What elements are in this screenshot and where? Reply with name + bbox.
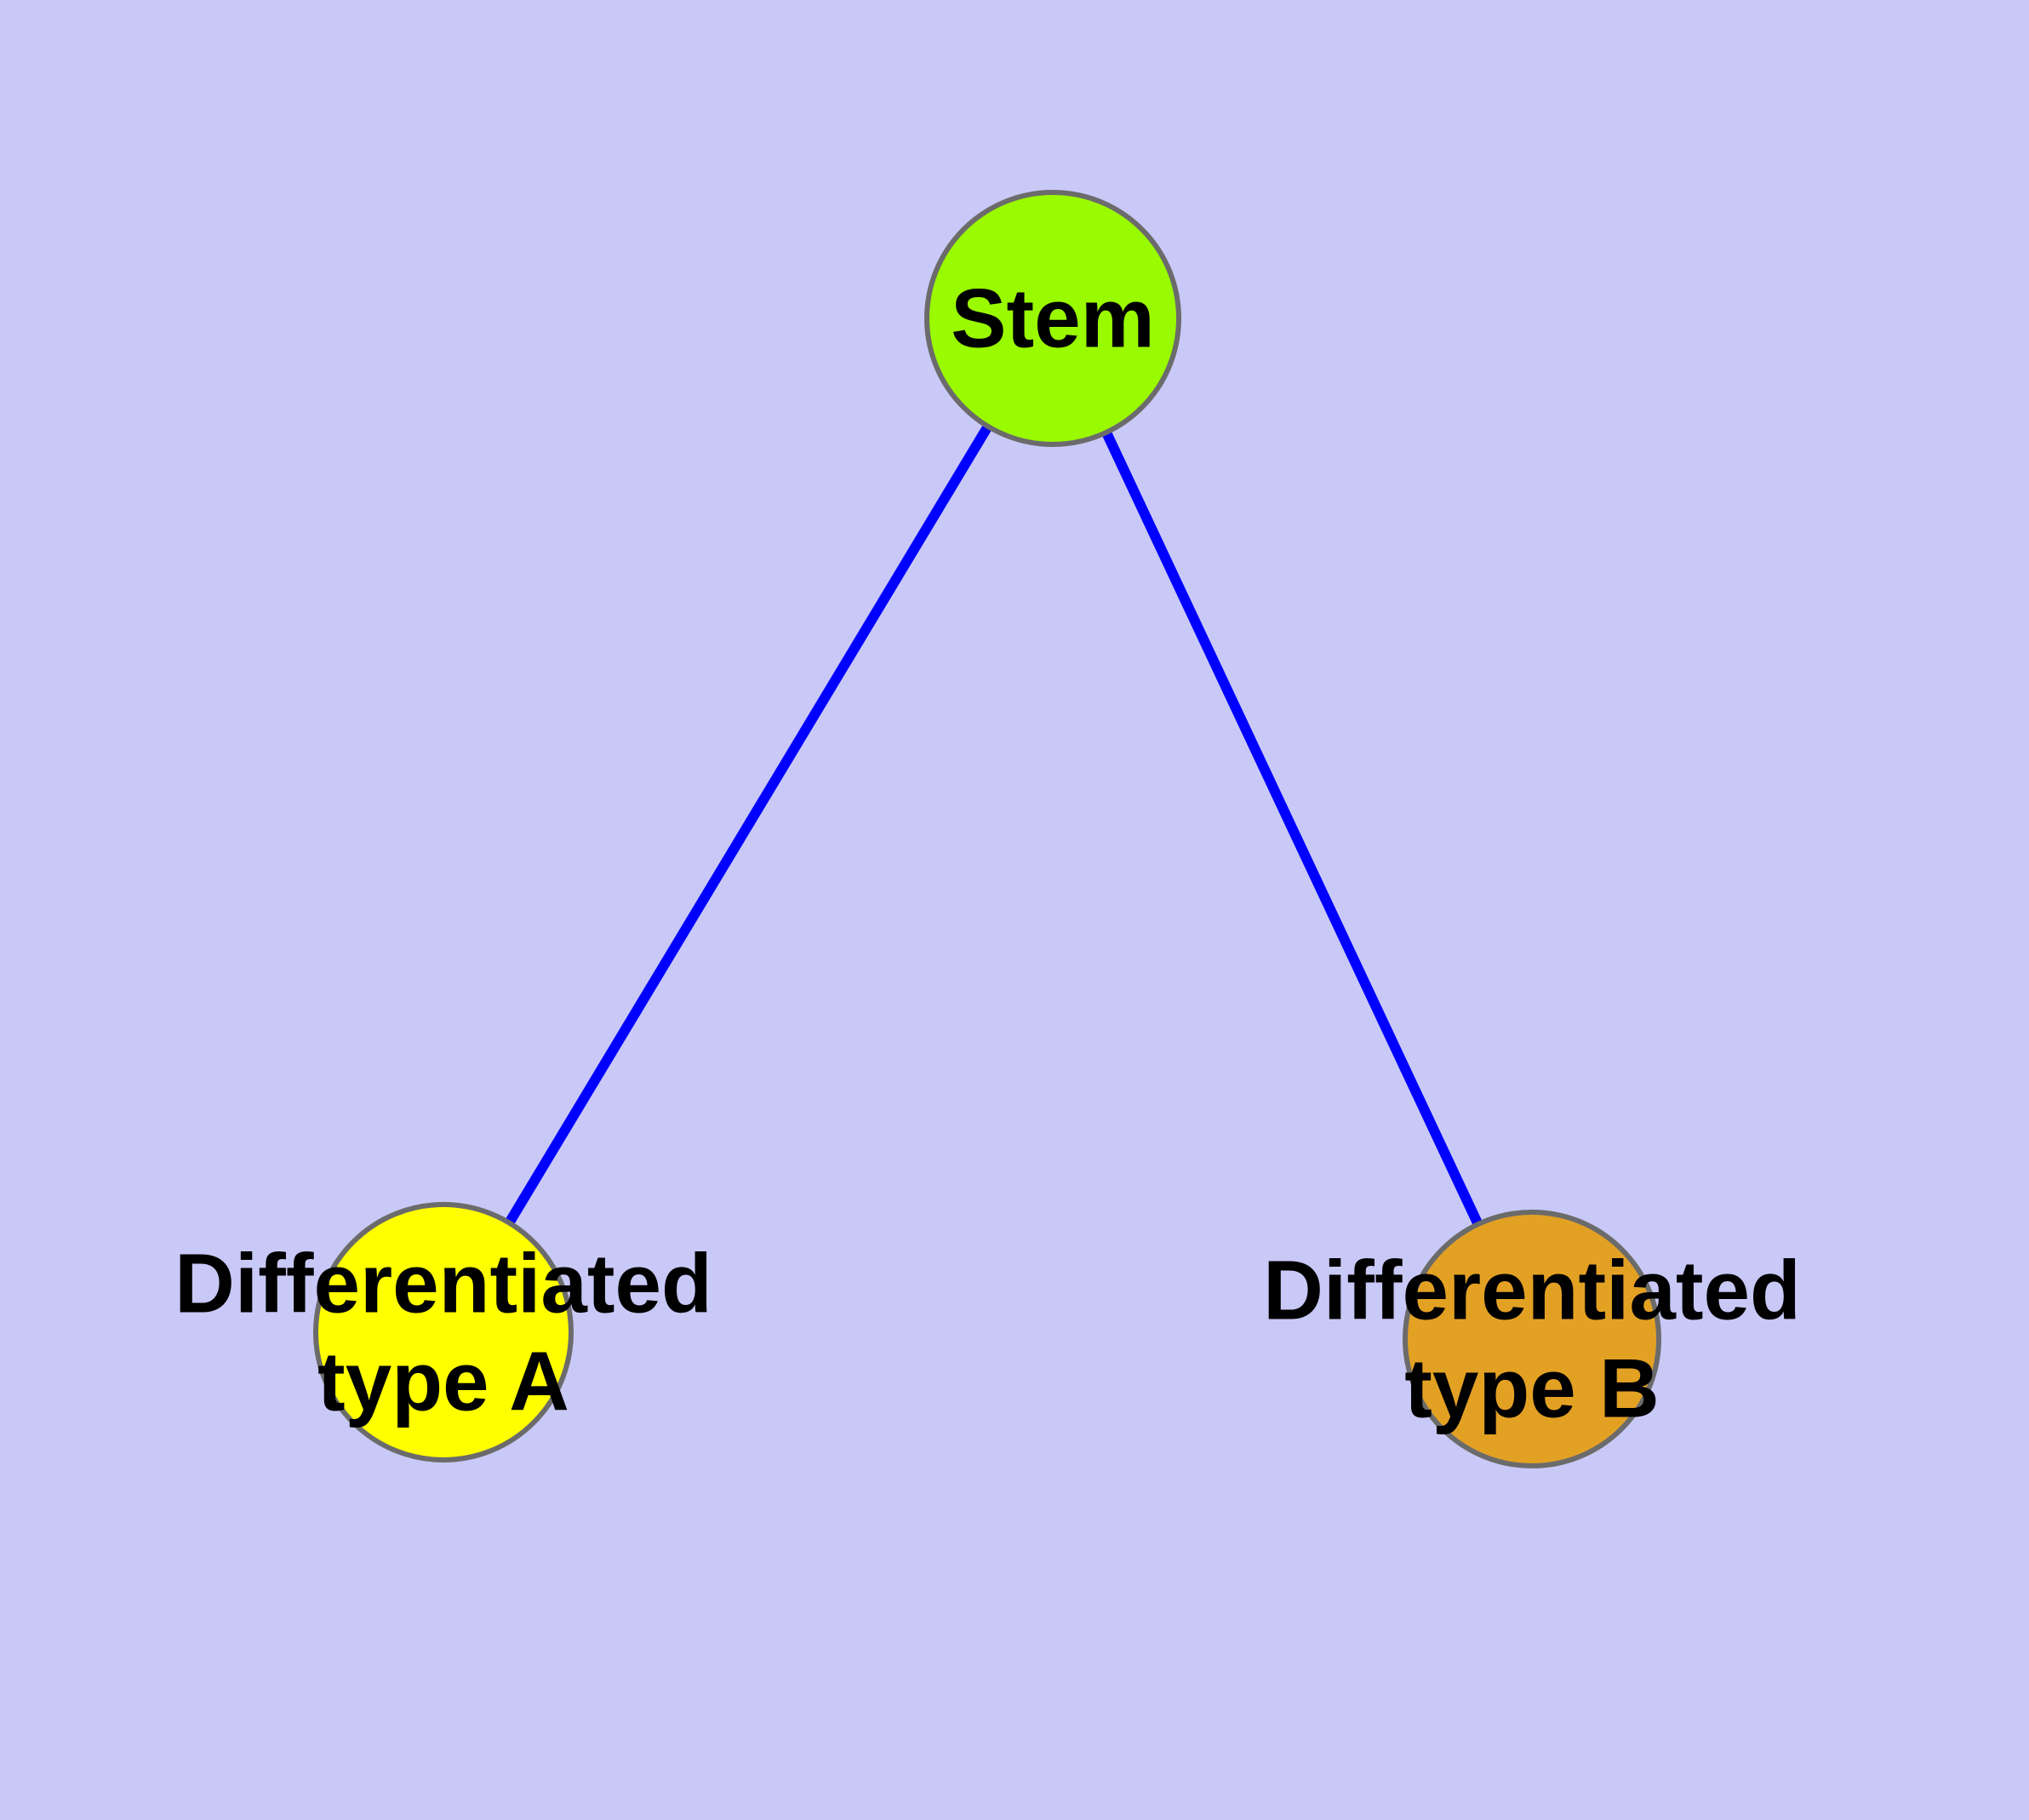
node-differentiated-type-a-label: Differentiated type A [174, 1234, 712, 1429]
node-differentiated-type-a-circle [313, 1202, 574, 1462]
edge-stem-to-type-a [438, 315, 1058, 1336]
node-stem-label: Stem [951, 270, 1155, 368]
label-line: Differentiated [174, 1236, 712, 1331]
label-line: type B [1404, 1341, 1660, 1434]
node-differentiated-type-b-circle [1403, 1210, 1661, 1468]
node-stem-circle [924, 190, 1181, 447]
label-line: type A [317, 1334, 569, 1428]
edge-stem-to-type-b [1048, 316, 1537, 1342]
node-differentiated-type-b-label: Differentiated type B [1263, 1241, 1801, 1436]
label-line: Stem [951, 271, 1155, 365]
label-line: Differentiated [1263, 1243, 1801, 1337]
